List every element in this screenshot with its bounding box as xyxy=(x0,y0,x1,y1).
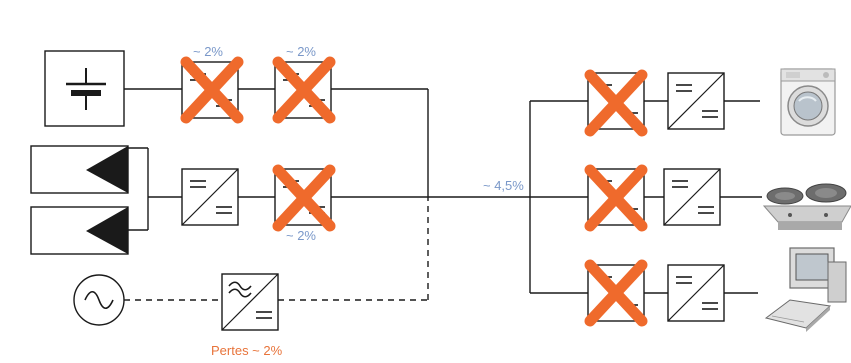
computer-icon xyxy=(764,247,847,332)
washing-machine-icon xyxy=(780,68,836,136)
battery-icon xyxy=(44,50,125,127)
wires xyxy=(124,88,762,294)
converter-solar-1 xyxy=(181,168,239,226)
ac-source-icon xyxy=(73,274,125,326)
converter-load-a2 xyxy=(667,72,725,130)
loss-label-grid: Pertes ~ 2% xyxy=(211,343,283,358)
converter-load-b2 xyxy=(663,168,721,226)
solar-panel-icon xyxy=(30,145,129,255)
loss-label-battery-converter-2: ~ 2% xyxy=(286,44,316,59)
converter-grid xyxy=(221,273,279,331)
hot-plate-icon xyxy=(762,183,851,230)
loss-label-battery-converter-1: ~ 2% xyxy=(193,44,223,59)
loss-label-solar-converter-2: ~ 2% xyxy=(286,228,316,243)
converter-load-c2 xyxy=(667,264,725,322)
grid-dashed-wire xyxy=(124,197,429,301)
loss-label-bus: ~ 4,5% xyxy=(483,178,524,193)
